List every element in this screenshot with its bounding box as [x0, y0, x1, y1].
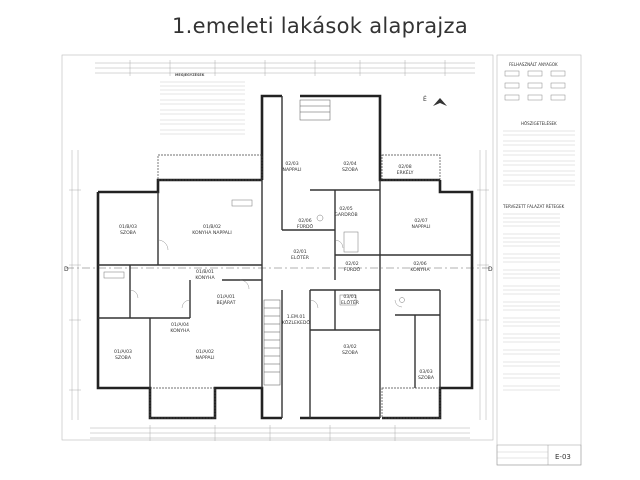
- room-code: 02/01: [293, 249, 306, 255]
- title-block: E-03: [496, 444, 582, 466]
- notes-title: MEGJEGYZÉSEK: [175, 72, 205, 77]
- room-code: 01/A/03: [114, 349, 132, 355]
- room-name: SZOBA: [418, 375, 435, 381]
- room-code: 02/04: [343, 161, 356, 167]
- room-code: 01/B/02: [203, 224, 221, 230]
- section-mark-right: D: [488, 266, 493, 273]
- room-code: 01/A/02: [196, 349, 214, 355]
- dimension-lines-bottom: [90, 425, 470, 441]
- room-name: SZOBA: [342, 350, 359, 356]
- section-mark-left: D: [64, 266, 69, 273]
- legend-materials-title: FELHASZNÁLT ANYAGOK: [509, 62, 558, 67]
- room-code: 02/05: [339, 206, 352, 212]
- room-code: 01/B/03: [119, 224, 137, 230]
- north-label: É: [423, 95, 427, 103]
- staircase: [263, 99, 331, 386]
- north-arrow: É: [423, 95, 447, 106]
- room-name: SZOBA: [120, 230, 137, 236]
- room-code: 02/06: [298, 218, 311, 224]
- legend-frame: [496, 54, 582, 466]
- notes-block: MEGJEGYZÉSEK: [160, 72, 245, 135]
- drawing-frame: [61, 54, 494, 441]
- room-code: 03/03: [419, 369, 432, 375]
- axis-markers: D D: [64, 266, 493, 273]
- room-name: KÖZLEKEDŐ: [282, 319, 310, 326]
- room-name: NAPPALI: [412, 224, 431, 230]
- room-name: NAPPALI: [196, 355, 215, 361]
- room-name: FÜRDŐ: [344, 266, 361, 273]
- sheet-number: E-03: [555, 453, 571, 461]
- room-name: ERKÉLY: [397, 168, 414, 176]
- room-code: 03/01: [343, 294, 356, 300]
- room-name: SZOBA: [115, 355, 132, 361]
- legend-symbols-title: HŐSZIGETELÉSEK: [521, 121, 557, 126]
- room-code: 02/03: [285, 161, 298, 167]
- room-code: 03/02: [343, 344, 356, 350]
- room-code: 01/B/01: [196, 269, 214, 275]
- room-name: SZOBA: [342, 167, 359, 173]
- room-name: KONYHA: [195, 275, 215, 281]
- door-swings: [129, 239, 403, 309]
- room-name: NAPPALI: [283, 167, 302, 173]
- interior-walls: [98, 96, 472, 418]
- room-name: KONYHA NAPPALI: [192, 230, 232, 236]
- room-name: ELŐTÉR: [341, 298, 360, 306]
- room-name: GARDRÓB: [334, 211, 357, 218]
- room-name: ELŐTÉR: [291, 253, 310, 261]
- balconies: [149, 154, 441, 419]
- dimension-lines-left: [69, 150, 81, 420]
- room-code: 01/A/04: [171, 322, 189, 328]
- room-name: FÜRDŐ: [297, 223, 314, 230]
- room-code: 1.EM.01: [287, 314, 306, 320]
- dimension-lines-right: [477, 150, 489, 420]
- room-code: 02/08: [398, 164, 411, 170]
- legend-structures-title: TERVEZETT FALAZAT RÉTEGEK: [502, 204, 565, 209]
- dimension-lines-top: [95, 60, 475, 76]
- room-code: 01/A/01: [217, 294, 235, 300]
- room-code: 02/07: [414, 218, 427, 224]
- legend: FELHASZNÁLT ANYAGOK HŐSZIGETELÉSEK TERVE…: [502, 62, 575, 391]
- outer-walls: [96, 94, 474, 420]
- room-name: KONYHA: [170, 328, 190, 334]
- room-name: BEJÁRAT: [216, 299, 235, 306]
- room-code: 02/02: [345, 261, 358, 267]
- room-labels: 01/B/03 SZOBA 01/B/02 KONYHA NAPPALI 01/…: [114, 161, 435, 381]
- fixtures: [103, 199, 405, 306]
- room-code: 02/06: [413, 261, 426, 267]
- page-title: 1.emeleti lakások alaprajza: [171, 14, 469, 38]
- room-name: KONYHA: [410, 267, 430, 273]
